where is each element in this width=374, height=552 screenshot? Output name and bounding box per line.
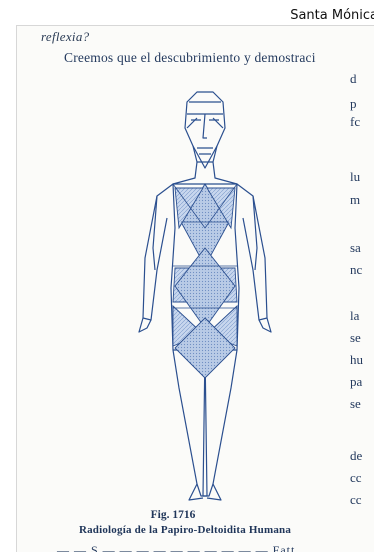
lead-paragraph: Creemos que el descubrimiento y demostra…	[64, 50, 316, 66]
figure-head	[185, 92, 225, 168]
column-fragment: pa	[350, 374, 362, 390]
header-bar: Santa Mónica	[0, 0, 374, 26]
column-fragment: m	[350, 192, 360, 208]
top-cut-text: reflexia?	[41, 29, 89, 45]
figure-caption: Radiología de la Papiro-Deltoidita Human…	[29, 524, 341, 536]
column-fragment: cc	[350, 492, 362, 508]
figure-number: Fig. 1716	[17, 509, 329, 521]
column-fragment: nc	[350, 262, 362, 278]
column-fragment: d	[350, 71, 357, 87]
column-fragment: se	[350, 330, 361, 346]
column-fragment: p	[350, 96, 357, 112]
column-fragment: lu	[350, 169, 360, 185]
column-fragment: fc	[350, 114, 360, 130]
column-fragment: cc	[350, 470, 362, 486]
site-name[interactable]: Santa Mónica	[290, 8, 374, 23]
column-fragment: sa	[350, 240, 361, 256]
papiro-deltoidita-figure	[117, 88, 293, 508]
column-fragment: hu	[350, 352, 363, 368]
column-fragment: de	[350, 448, 362, 464]
column-fragment: se	[350, 396, 361, 412]
column-fragment: la	[350, 308, 359, 324]
scanned-page: reflexia? Creemos que el descubrimiento …	[16, 25, 374, 552]
